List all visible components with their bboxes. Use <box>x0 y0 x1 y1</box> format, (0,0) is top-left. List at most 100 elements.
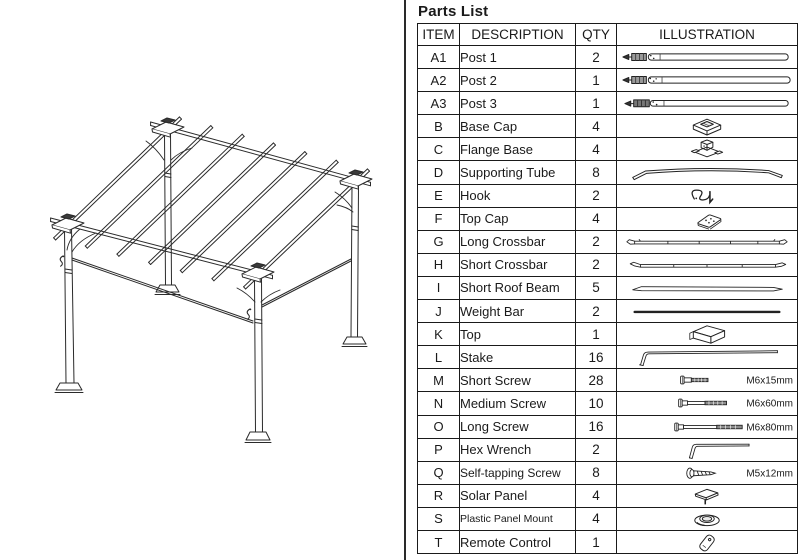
table-row: J Weight Bar 2 <box>417 299 798 324</box>
table-row: F Top Cap 4 <box>417 206 798 231</box>
qty-cell: 1 <box>575 68 617 93</box>
description-cell: Post 1 <box>459 44 576 70</box>
item-cell: A1 <box>417 44 460 70</box>
size-label: M6x15mm <box>746 375 793 387</box>
item-cell: K <box>417 322 460 347</box>
post-1-icon <box>619 46 795 68</box>
table-row: I Short Roof Beam 5 <box>417 275 798 301</box>
remote-control-icon <box>619 531 795 553</box>
description-cell: Plastic Panel Mount <box>459 506 576 531</box>
description-cell: Hex Wrench <box>459 437 576 462</box>
table-row: A3 Post 3 1 <box>417 91 798 116</box>
post-front <box>244 278 272 443</box>
item-cell: J <box>417 299 460 324</box>
qty-cell: 8 <box>575 160 617 185</box>
item-cell: D <box>417 160 460 185</box>
qty-cell: 2 <box>575 437 617 462</box>
description-cell: Short Screw <box>459 368 576 393</box>
description-cell: Long Crossbar <box>459 229 576 254</box>
table-row: M Short Screw 28 M6x15mm <box>417 368 798 393</box>
item-cell: T <box>417 529 460 555</box>
item-cell: P <box>417 437 460 462</box>
table-row: Q Self-tapping Screw 8 M5x12mm <box>417 460 798 485</box>
qty-cell: 4 <box>575 483 617 508</box>
table-row: G Long Crossbar 2 <box>417 229 798 254</box>
header-illustration: ILLUSTRATION <box>616 23 798 46</box>
qty-cell: 4 <box>575 506 617 531</box>
illustration-cell <box>616 252 798 277</box>
table-row: T Remote Control 1 <box>417 529 798 555</box>
illustration-cell: M6x15mm <box>616 368 798 393</box>
weight-bar-icon <box>619 300 795 322</box>
item-cell: Q <box>417 460 460 485</box>
item-cell: R <box>417 483 460 508</box>
qty-cell: 4 <box>575 114 617 139</box>
qty-cell: 16 <box>575 345 617 370</box>
qty-cell: 4 <box>575 137 617 162</box>
size-label: M5x12mm <box>746 468 793 480</box>
description-cell: Remote Control <box>459 529 576 555</box>
base-cap-icon <box>619 115 795 137</box>
qty-cell: 2 <box>575 44 617 70</box>
description-cell: Hook <box>459 183 576 208</box>
pergola-assembly-diagram <box>50 116 373 443</box>
description-cell: Top Cap <box>459 206 576 231</box>
flange-base-icon <box>619 138 795 160</box>
page-title: Parts List <box>418 3 489 20</box>
roof-beams <box>53 116 370 290</box>
illustration-cell <box>616 275 798 301</box>
post-2-icon <box>619 69 795 91</box>
item-cell: O <box>417 414 460 439</box>
weight-bars <box>71 257 352 324</box>
post-right <box>341 185 368 347</box>
item-cell: S <box>417 506 460 531</box>
illustration-cell: M6x80mm <box>616 414 798 439</box>
item-cell: E <box>417 183 460 208</box>
qty-cell: 2 <box>575 252 617 277</box>
item-cell: B <box>417 114 460 139</box>
illustration-cell <box>616 91 798 116</box>
hanging-hooks <box>59 255 252 320</box>
description-cell: Post 3 <box>459 91 576 116</box>
qty-cell: 16 <box>575 414 617 439</box>
supporting-tube-icon <box>619 162 795 184</box>
qty-cell: 2 <box>575 229 617 254</box>
long-crossbar-icon <box>619 231 795 253</box>
illustration-cell <box>616 299 798 324</box>
illustration-cell <box>616 506 798 531</box>
parts-table-body: A1 Post 1 2 A2 Post 2 1 A3 Post 3 1 B Ba… <box>417 44 798 555</box>
size-label: M6x60mm <box>746 399 793 411</box>
description-cell: Short Roof Beam <box>459 275 576 301</box>
table-row: R Solar Panel 4 <box>417 483 798 508</box>
table-row: H Short Crossbar 2 <box>417 252 798 277</box>
hook-icon <box>619 185 795 207</box>
qty-cell: 10 <box>575 391 617 416</box>
table-row: C Flange Base 4 <box>417 137 798 162</box>
qty-cell: 8 <box>575 460 617 485</box>
qty-cell: 4 <box>575 206 617 231</box>
table-row: O Long Screw 16 M6x80mm <box>417 414 798 439</box>
parts-list-panel: Parts List ITEM DESCRIPTION QTY ILLUSTRA… <box>417 3 798 555</box>
illustration-cell <box>616 483 798 508</box>
pergola-diagram-panel <box>50 116 373 443</box>
item-cell: I <box>417 275 460 301</box>
illustration-cell <box>616 345 798 370</box>
description-cell: Short Crossbar <box>459 252 576 277</box>
description-cell: Supporting Tube <box>459 160 576 185</box>
illustration-cell <box>616 437 798 462</box>
item-cell: C <box>417 137 460 162</box>
qty-cell: 1 <box>575 91 617 116</box>
item-cell: A2 <box>417 68 460 93</box>
table-row: E Hook 2 <box>417 183 798 208</box>
table-row: P Hex Wrench 2 <box>417 437 798 462</box>
illustration-cell <box>616 160 798 185</box>
table-row: S Plastic Panel Mount 4 <box>417 506 798 531</box>
table-row: L Stake 16 <box>417 345 798 370</box>
description-cell: Stake <box>459 345 576 370</box>
item-cell: F <box>417 206 460 231</box>
description-cell: Post 2 <box>459 68 576 93</box>
description-cell: Self-tapping Screw <box>459 460 576 485</box>
size-label: M6x80mm <box>746 422 793 434</box>
long-crossbars <box>50 121 371 280</box>
